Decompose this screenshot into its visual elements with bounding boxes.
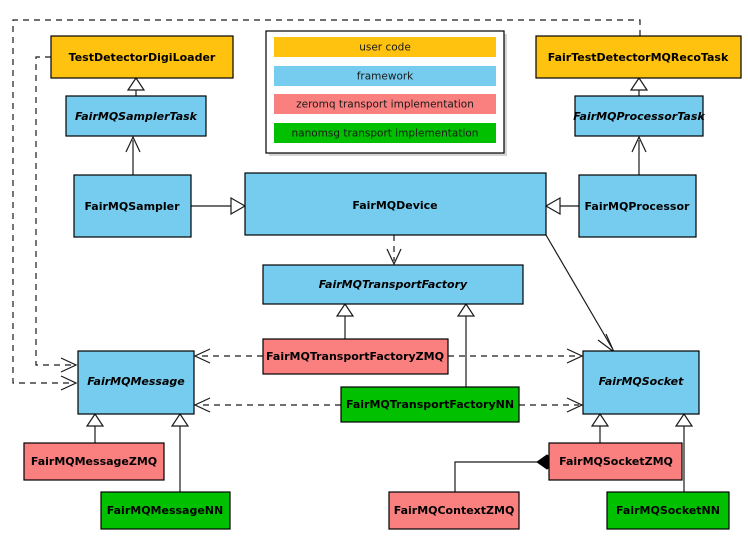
edge-tfnn-to-tf (456, 302, 476, 387)
legend-swatch-nanomsg (274, 123, 496, 143)
node-label-FairMQContextZMQ: FairMQContextZMQ (394, 504, 515, 517)
edge-sampler-to-samplertask (125, 135, 141, 175)
node-label-FairMQProcessor: FairMQProcessor (585, 200, 690, 213)
node-rect-FairMQSocketZMQ[interactable] (548, 442, 683, 481)
edge-messagenn-to-message (170, 412, 190, 492)
edge-sampler-to-device (191, 196, 247, 216)
node-label-FairMQSocket: FairMQSocket (599, 375, 685, 388)
node-FairMQSampler[interactable]: FairMQSampler (73, 174, 192, 238)
node-FairMQTransportFactory[interactable]: FairMQTransportFactory (262, 264, 524, 305)
node-label-FairMQSampler: FairMQSampler (84, 200, 180, 213)
node-label-FairMQProcessorTask: FairMQProcessorTask (573, 110, 705, 123)
edge-digiloader-to-message (35, 56, 78, 373)
legend-label-zeromq: zeromq transport implementation (296, 99, 474, 111)
legend-swatch-user-code (274, 37, 496, 57)
edge-contextzmq-to-socketzmq (454, 454, 558, 492)
node-FairMQMessageZMQ[interactable]: FairMQMessageZMQ (23, 442, 165, 481)
node-label-FairMQTransportFactoryZMQ: FairMQTransportFactoryZMQ (266, 350, 444, 363)
node-rect-FairMQDevice[interactable] (244, 172, 547, 236)
legend-item-framework: framework (274, 66, 496, 86)
edge-samplertask-to-digiloader (126, 76, 146, 96)
legend-item-zeromq: zeromq transport implementation (274, 94, 496, 114)
node-FairMQMessageNN[interactable]: FairMQMessageNN (100, 491, 231, 530)
node-FairMQSocket[interactable]: FairMQSocket (582, 350, 700, 415)
node-label-FairMQTransportFactoryNN: FairMQTransportFactoryNN (346, 398, 514, 411)
node-label-FairMQTransportFactory: FairMQTransportFactory (319, 278, 468, 291)
node-rect-FairTestDetectorMQRecoTask[interactable] (535, 35, 742, 79)
node-rect-FairMQMessageNN[interactable] (100, 491, 231, 530)
edge-tfzmq-to-socket (448, 348, 584, 364)
node-label-FairTestDetectorMQRecoTask: FairTestDetectorMQRecoTask (548, 51, 729, 64)
node-layer: TestDetectorDigiLoader FairTestDetectorM… (23, 35, 742, 530)
legend-item-user-code: user code (274, 37, 496, 57)
node-rect-FairMQSocketNN[interactable] (606, 491, 730, 530)
node-label-FairMQDevice: FairMQDevice (352, 199, 437, 212)
edge-layer (12, 19, 694, 492)
node-rect-FairMQSocket[interactable] (582, 350, 700, 415)
node-rect-FairMQTransportFactory[interactable] (262, 264, 524, 305)
node-FairMQProcessor[interactable]: FairMQProcessor (578, 174, 697, 238)
edge-socketzmq-to-socket (590, 412, 610, 443)
edge-processortask-to-recotask (629, 76, 649, 96)
edge-socketnn-to-socket (674, 412, 694, 492)
node-label-FairMQMessage: FairMQMessage (87, 375, 185, 388)
node-rect-TestDetectorDigiLoader[interactable] (50, 35, 234, 79)
node-rect-FairMQTransportFactoryNN[interactable] (340, 386, 520, 423)
node-rect-FairMQProcessor[interactable] (578, 174, 697, 238)
node-label-FairMQMessageZMQ: FairMQMessageZMQ (31, 455, 157, 468)
node-FairMQTransportFactoryNN[interactable]: FairMQTransportFactoryNN (340, 386, 520, 423)
edge-tfzmq-to-message (193, 348, 263, 364)
node-rect-FairMQMessage[interactable] (77, 350, 195, 415)
node-rect-FairMQSamplerTask[interactable] (65, 95, 207, 137)
node-label-TestDetectorDigiLoader: TestDetectorDigiLoader (69, 51, 216, 64)
edge-tfnn-to-socket (519, 397, 584, 413)
legend: user code framework zeromq transport imp… (265, 30, 507, 156)
node-FairMQSamplerTask[interactable]: FairMQSamplerTask (65, 95, 207, 137)
edge-tfzmq-to-tf (335, 302, 355, 339)
node-label-FairMQSocketZMQ: FairMQSocketZMQ (559, 455, 673, 468)
edge-recotask-to-message (12, 19, 641, 391)
edge-processor-to-device (544, 196, 579, 216)
node-label-FairMQMessageNN: FairMQMessageNN (107, 504, 223, 517)
node-FairMQTransportFactoryZMQ[interactable]: FairMQTransportFactoryZMQ (262, 338, 449, 375)
legend-item-nanomsg: nanomsg transport implementation (274, 123, 496, 143)
node-rect-FairMQTransportFactoryZMQ[interactable] (262, 338, 449, 375)
node-FairMQContextZMQ[interactable]: FairMQContextZMQ (388, 491, 520, 530)
legend-label-user-code: user code (359, 42, 411, 54)
node-rect-FairMQMessageZMQ[interactable] (23, 442, 165, 481)
edge-tfnn-to-message (193, 397, 341, 413)
legend-swatch-zeromq (274, 94, 496, 114)
legend-label-framework: framework (357, 71, 414, 83)
legend-label-nanomsg: nanomsg transport implementation (292, 128, 479, 140)
node-FairTestDetectorMQRecoTask[interactable]: FairTestDetectorMQRecoTask (535, 35, 742, 79)
node-FairMQProcessorTask[interactable]: FairMQProcessorTask (573, 95, 705, 137)
edge-device-to-socket (545, 234, 616, 354)
node-rect-FairMQSampler[interactable] (73, 174, 192, 238)
node-TestDetectorDigiLoader[interactable]: TestDetectorDigiLoader (50, 35, 234, 79)
node-rect-FairMQProcessorTask[interactable] (574, 95, 704, 137)
edge-device-to-transportfactory (386, 235, 402, 266)
edge-messagezmq-to-message (85, 412, 105, 443)
node-label-FairMQSocketNN: FairMQSocketNN (616, 504, 720, 517)
legend-swatch-framework (274, 66, 496, 86)
node-FairMQDevice[interactable]: FairMQDevice (244, 172, 547, 236)
node-FairMQMessage[interactable]: FairMQMessage (77, 350, 195, 415)
node-rect-FairMQContextZMQ[interactable] (388, 491, 520, 530)
edge-processor-to-processortask (631, 135, 647, 175)
node-FairMQSocketZMQ[interactable]: FairMQSocketZMQ (548, 442, 683, 481)
node-FairMQSocketNN[interactable]: FairMQSocketNN (606, 491, 730, 530)
node-label-FairMQSamplerTask: FairMQSamplerTask (75, 110, 198, 123)
